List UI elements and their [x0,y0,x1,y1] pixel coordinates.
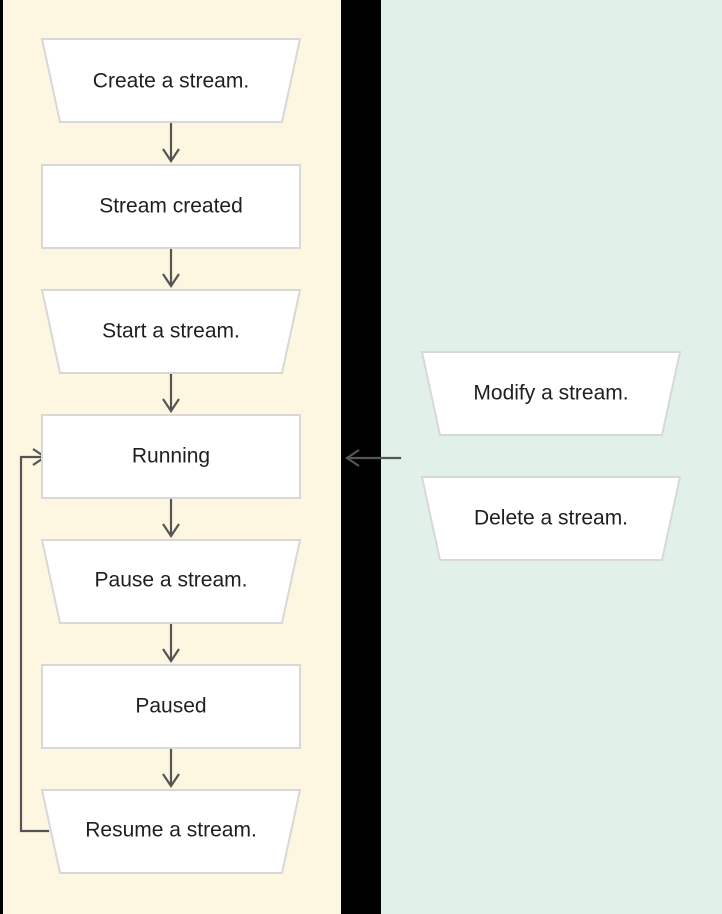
node-stream-created-label: Stream created [99,195,243,218]
node-start-a-stream-label: Start a stream. [102,320,240,343]
node-resume-a-stream-label: Resume a stream. [85,819,257,842]
edge-created-to-start [162,246,180,288]
node-pause-a-stream[interactable]: Pause a stream. [40,539,302,624]
edge-paused-to-resume [162,746,180,788]
node-create-a-stream[interactable]: Create a stream. [40,38,302,123]
node-delete-a-stream[interactable]: Delete a stream. [420,476,682,561]
node-resume-a-stream[interactable]: Resume a stream. [40,789,302,874]
node-running-label: Running [132,445,210,468]
node-pause-a-stream-shape [40,539,302,624]
edge-pause-to-paused [162,621,180,663]
node-paused[interactable]: Paused [41,664,301,749]
edge-start-to-running [162,371,180,413]
node-start-a-stream-shape [40,289,302,374]
node-delete-a-stream-label: Delete a stream. [474,507,628,530]
node-paused-shape [41,664,301,749]
node-modify-a-stream-label: Modify a stream. [473,382,628,405]
node-running[interactable]: Running [41,414,301,499]
node-resume-a-stream-shape [40,789,302,874]
node-create-a-stream-label: Create a stream. [93,70,249,93]
edge-create-to-created [162,120,180,163]
node-running-shape [41,414,301,499]
node-start-a-stream[interactable]: Start a stream. [40,289,302,374]
right-lane-background [381,0,722,914]
node-pause-a-stream-label: Pause a stream. [95,569,248,592]
node-modify-a-stream[interactable]: Modify a stream. [420,351,682,436]
node-stream-created[interactable]: Stream created [41,164,301,249]
node-stream-created-shape [41,164,301,249]
node-delete-a-stream-shape [420,476,682,561]
node-create-a-stream-shape [40,38,302,123]
edge-running-to-pause [162,496,180,538]
node-paused-label: Paused [135,695,206,718]
edge-rightlane-to-running [345,449,402,467]
node-modify-a-stream-shape [420,351,682,436]
